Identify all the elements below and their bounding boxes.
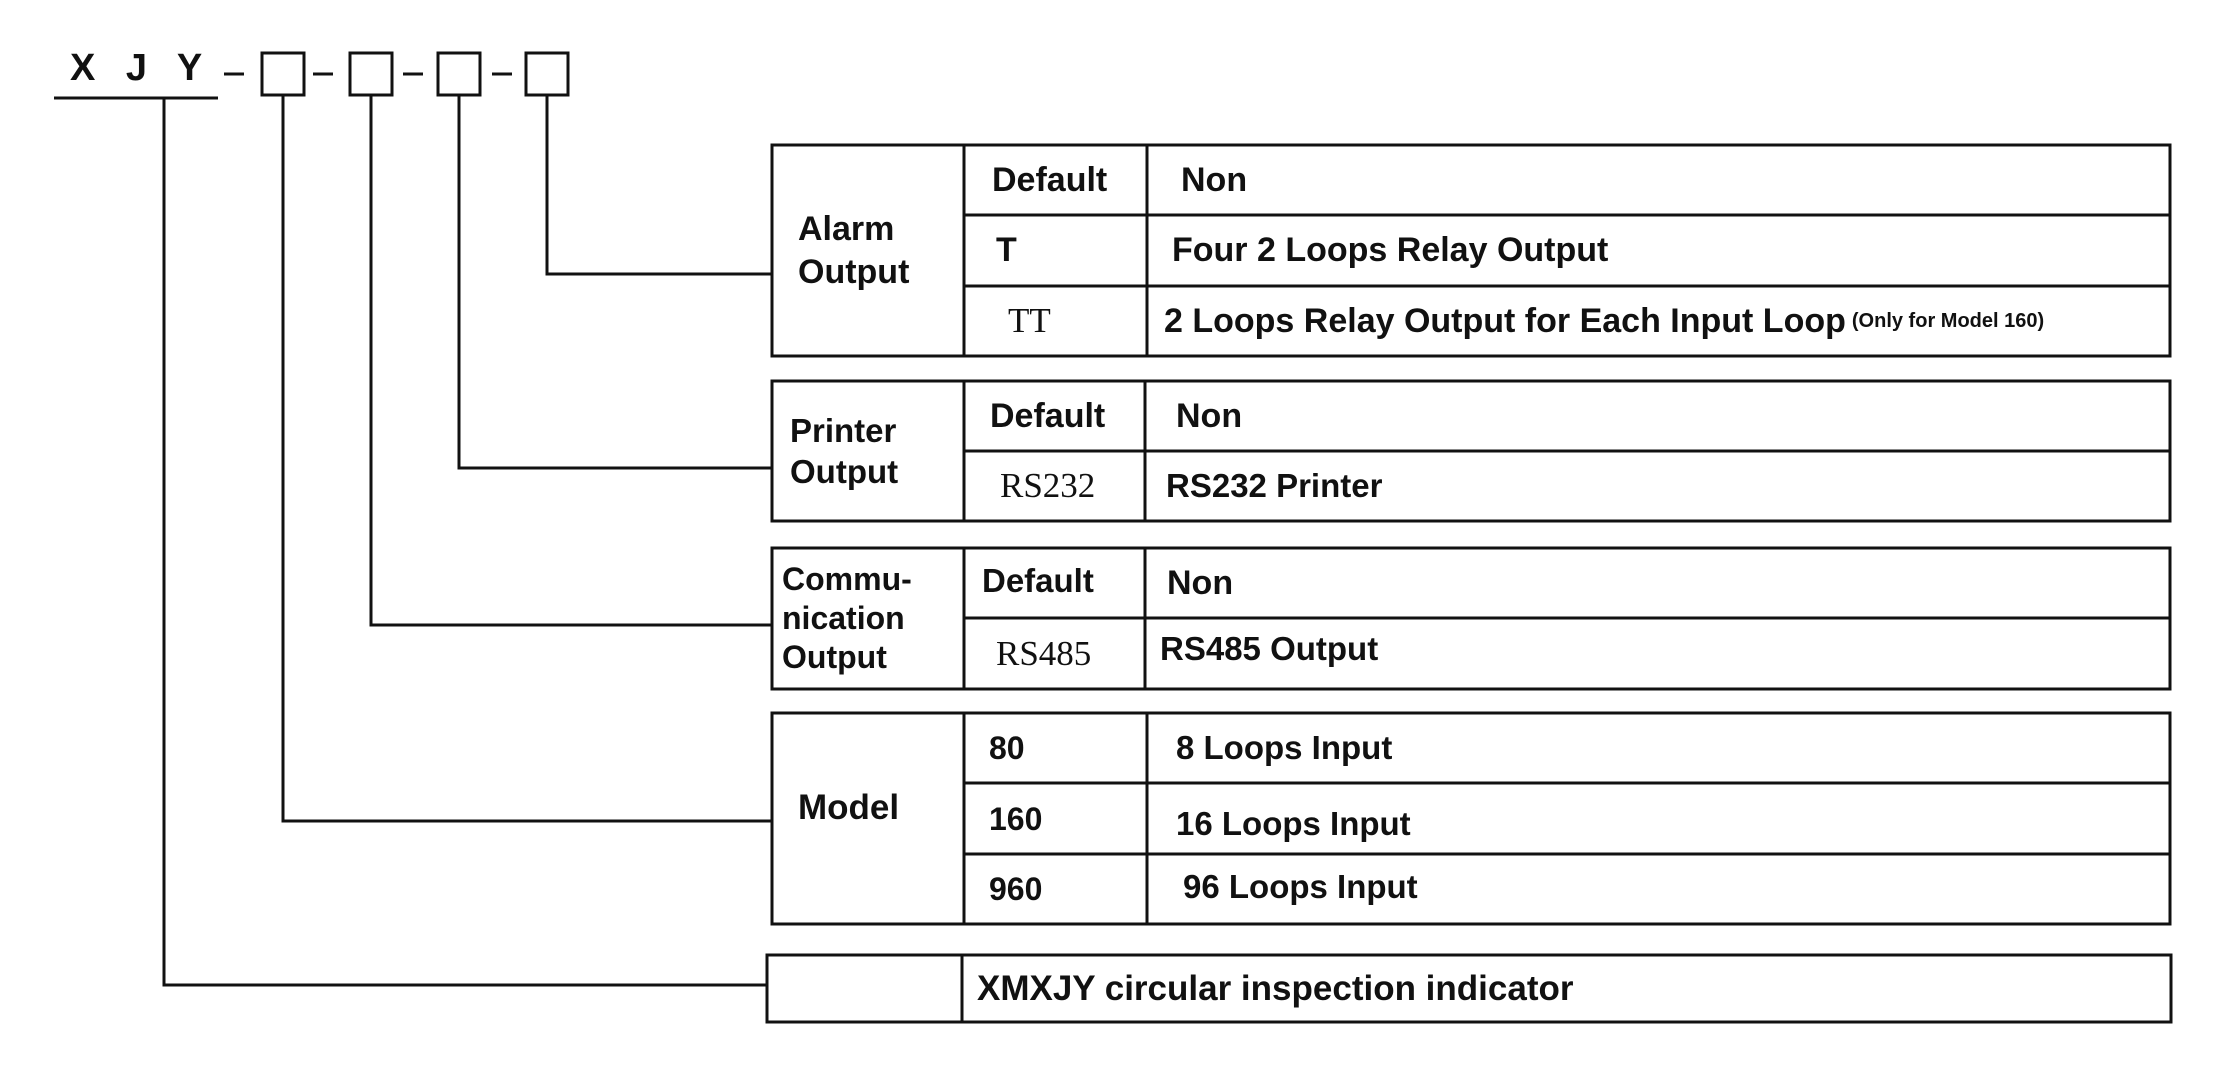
leader-printer: [457, 95, 772, 470]
model-table-frame: [770, 711, 2172, 926]
printer-desc-rs232: RS232 Printer: [1166, 467, 1383, 505]
code-box-communication: [348, 51, 394, 97]
code-box-printer: [436, 51, 482, 97]
printer-code-rs232: RS232: [1000, 466, 1096, 506]
alarm-desc-tt: 2 Loops Relay Output for Each Input Loop…: [1164, 286, 2044, 356]
alarm-desc-tt-note: (Only for Model 160): [1851, 309, 2045, 332]
leader-product: [162, 98, 767, 987]
model-code-80: 80: [989, 730, 1025, 766]
product-desc: XMXJY circular inspection indicator: [977, 968, 1574, 1008]
product-label: [772, 955, 958, 1022]
code-box-model: [260, 51, 306, 97]
alarm-output-label: Alarm Output: [798, 210, 910, 291]
communication-output-label: Commu- nication Output: [782, 560, 912, 676]
model-code: X J Y: [70, 47, 213, 89]
printer-output-label: Printer Output: [790, 411, 899, 490]
communication-code-default: Default: [982, 562, 1094, 600]
model-label: Model: [798, 788, 900, 828]
alarm-code-tt: TT: [1008, 301, 1051, 341]
alarm-table-frame: [770, 143, 2172, 358]
model-desc-960: 96 Loops Input: [1183, 868, 1418, 906]
alarm-desc-t: Four 2 Loops Relay Output: [1172, 231, 1609, 270]
printer-desc-default: Non: [1176, 396, 1243, 435]
alarm-code-t: T: [996, 231, 1017, 270]
model-desc-160: 16 Loops Input: [1176, 804, 1411, 842]
communication-desc-default: Non: [1167, 563, 1234, 602]
communication-code-rs485: RS485: [996, 633, 1092, 673]
alarm-desc-tt-text: 2 Loops Relay Output for Each Input Loop: [1164, 301, 1846, 340]
communication-desc-rs485: RS485 Output: [1160, 630, 1379, 668]
leader-communication: [369, 95, 772, 627]
product-table-frame: [765, 953, 2173, 1024]
model-code-160: 160: [989, 800, 1043, 837]
printer-code-default: Default: [990, 396, 1106, 435]
model-desc-80: 8 Loops Input: [1176, 729, 1393, 767]
code-box-alarm: [524, 51, 570, 97]
leader-alarm: [545, 95, 772, 276]
alarm-desc-default: Non: [1181, 160, 1248, 199]
alarm-code-default: Default: [992, 160, 1108, 199]
leader-model: [281, 95, 772, 823]
model-code-960: 960: [989, 871, 1043, 907]
